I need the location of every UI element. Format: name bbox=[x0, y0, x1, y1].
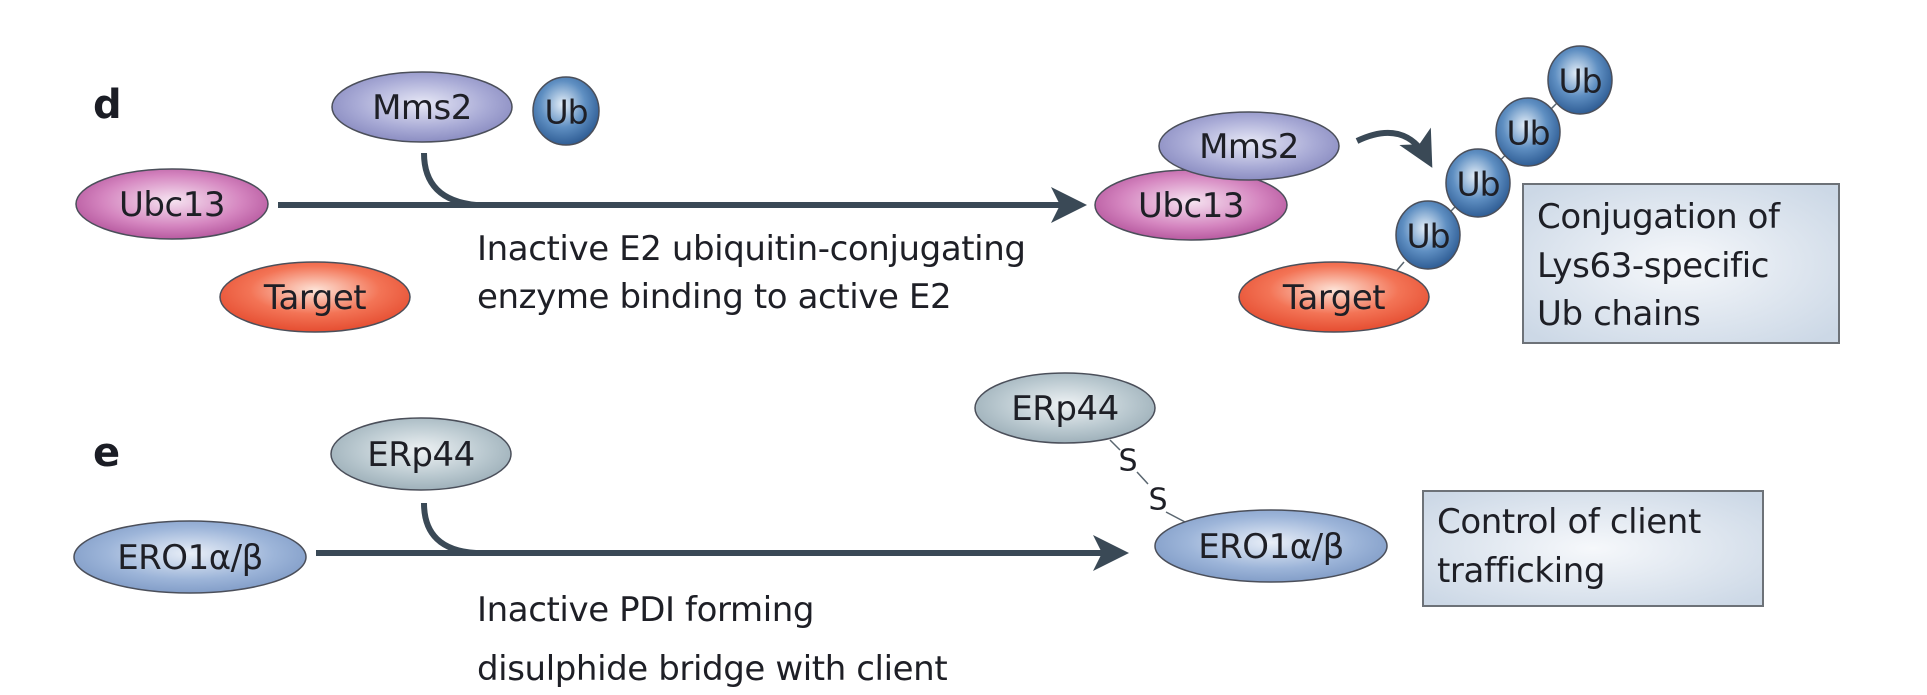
ub-chain-unit-1: Ub bbox=[1395, 200, 1461, 270]
panel-d-letter: d bbox=[93, 82, 122, 128]
ub-chain-label: Ub bbox=[1506, 114, 1549, 153]
mms2-node: Mms2 bbox=[331, 71, 513, 143]
sulfur-atom-1: S bbox=[1118, 444, 1137, 479]
outcome-d-line2: Lys63-specific bbox=[1537, 246, 1769, 286]
mms2-label: Mms2 bbox=[372, 88, 472, 128]
target-label: Target bbox=[263, 278, 366, 318]
caption-d-line2: enzyme binding to active E2 bbox=[477, 277, 951, 317]
ub-chain-unit-3: Ub bbox=[1495, 97, 1561, 167]
mms2-binding-curve bbox=[421, 152, 477, 208]
ubc13-label: Ubc13 bbox=[119, 185, 225, 225]
erp44-node: ERp44 bbox=[330, 417, 512, 491]
ubc13-product-label: Ubc13 bbox=[1138, 186, 1244, 226]
ub-node: Ub bbox=[532, 76, 600, 146]
ero1-label: ERO1α/β bbox=[117, 538, 263, 578]
sulfur-atom-2: S bbox=[1148, 483, 1167, 518]
erp44-binding-curve bbox=[421, 502, 477, 556]
ub-chain-label: Ub bbox=[1456, 165, 1499, 204]
outcome-d-line1: Conjugation of bbox=[1537, 197, 1781, 237]
ubc13-node: Ubc13 bbox=[75, 168, 269, 240]
ubc13-product-node: Ubc13 bbox=[1094, 169, 1288, 241]
caption-d-line1: Inactive E2 ubiquitin-conjugating bbox=[477, 229, 1026, 269]
ero1-product-node: ERO1α/β bbox=[1154, 509, 1388, 583]
target-node: Target bbox=[219, 261, 411, 333]
disulphide-link bbox=[1136, 471, 1149, 485]
outcome-d-line3: Ub chains bbox=[1537, 294, 1700, 334]
ub-chain-label: Ub bbox=[1558, 62, 1601, 101]
erp44-product-label: ERp44 bbox=[1011, 389, 1118, 429]
target-product-label: Target bbox=[1282, 278, 1385, 318]
panel-e-letter: e bbox=[93, 430, 120, 476]
ub-chain-label: Ub bbox=[1406, 217, 1449, 256]
mms2-product-node: Mms2 bbox=[1158, 111, 1340, 181]
ero1-node: ERO1α/β bbox=[73, 520, 307, 594]
ero1-product-label: ERO1α/β bbox=[1198, 527, 1344, 567]
panel-d: d Ubc13 Mms2 Ub Target Inactive E2 ubiqu… bbox=[75, 45, 1840, 344]
ub-chain: Ub Ub Ub Ub bbox=[1395, 45, 1613, 270]
erp44-label: ERp44 bbox=[367, 435, 474, 475]
transfer-arrow bbox=[1355, 127, 1433, 168]
erp44-product-node: ERp44 bbox=[974, 372, 1156, 444]
panel-e: e ERO1α/β ERp44 Inactive PDI forming dis… bbox=[73, 372, 1764, 689]
outcome-box-e: Control of client trafficking bbox=[1422, 490, 1764, 607]
disulphide-link bbox=[1165, 511, 1186, 523]
caption-e-line2: disulphide bridge with client bbox=[477, 649, 947, 689]
ub-chain-unit-4: Ub bbox=[1547, 45, 1613, 115]
caption-e-line1: Inactive PDI forming bbox=[477, 590, 814, 630]
ub-label: Ub bbox=[544, 93, 587, 132]
target-product-node: Target bbox=[1238, 261, 1430, 333]
outcome-e-line1: Control of client bbox=[1437, 502, 1701, 542]
disulphide-link bbox=[1109, 439, 1121, 451]
outcome-e-line2: trafficking bbox=[1437, 551, 1605, 591]
ub-chain-unit-2: Ub bbox=[1445, 148, 1511, 218]
mms2-product-label: Mms2 bbox=[1199, 127, 1299, 167]
outcome-box-d: Conjugation of Lys63-specific Ub chains bbox=[1522, 183, 1840, 344]
